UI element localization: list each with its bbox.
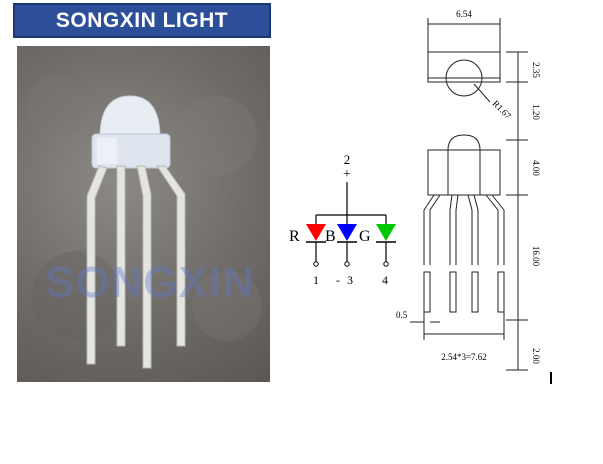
green-letter: G: [359, 228, 371, 245]
blue-pin-label: 3: [347, 273, 353, 287]
dimension-drawing: 6.54 2.35 R1.67 1.20 4.00 16.00 0.5 2.54…: [396, 9, 541, 371]
dim-radius: R1.67: [491, 98, 514, 121]
text-cursor: [550, 372, 552, 384]
dim-lead-width: 0.5: [396, 310, 408, 320]
dim-width: 6.54: [456, 9, 472, 19]
red-led-diode: [306, 224, 326, 267]
product-photo: SONGXIN LIGHT: [17, 46, 270, 382]
brand-banner: SONGXIN LIGHT: [13, 3, 271, 38]
red-pin-label: 1: [313, 273, 319, 287]
brand-label: SONGXIN LIGHT: [55, 8, 229, 32]
dim-bottom: 2.00: [531, 348, 541, 364]
photo-watermark: SONGXIN LIGHT: [45, 258, 270, 307]
led-photo-illustration: [27, 76, 262, 369]
dim-pitch: 2.54*3=7.62: [441, 352, 487, 362]
dim-gap: 1.20: [531, 104, 541, 120]
dim-lead-length: 16.00: [531, 246, 541, 267]
common-plus-sign: +: [343, 167, 351, 182]
minus-sign: -: [336, 273, 340, 287]
dim-top-height: 2.35: [531, 62, 541, 78]
blue-letter: B: [325, 228, 336, 245]
red-letter: R: [289, 228, 300, 245]
green-pin-label: 4: [382, 273, 388, 287]
led-schematic: 2 + R 1 B - 3 G 4: [289, 152, 396, 287]
dim-body-height: 4.00: [531, 160, 541, 176]
common-pin-label: 2: [344, 152, 351, 167]
blue-led-diode: [337, 224, 357, 267]
green-led-diode: [376, 224, 396, 267]
